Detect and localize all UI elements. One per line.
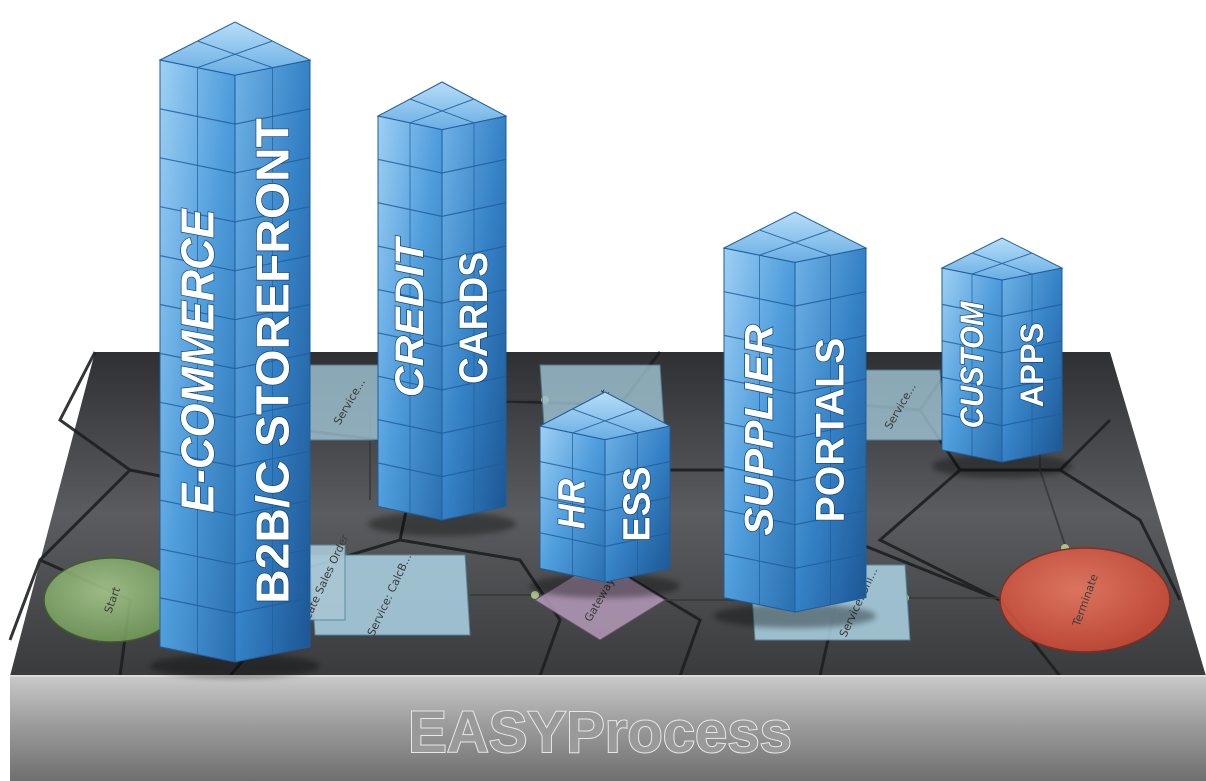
tower-2: CREDIT CARDS bbox=[368, 81, 516, 536]
tower-5-line2: APPS bbox=[1014, 323, 1050, 407]
tower-3-line1: HR bbox=[552, 478, 594, 529]
platform-front bbox=[10, 676, 1206, 781]
tower-5-line1: CUSTOM bbox=[954, 300, 990, 428]
tower-3-line2: ESS bbox=[617, 466, 659, 541]
tower-4-line1: SUPPLIER bbox=[738, 324, 782, 535]
tower-2-line2: CARDS bbox=[452, 252, 496, 384]
terminate-node bbox=[999, 547, 1171, 653]
app-towers: E-COMMERCE B2B/C STOREFRONT CREDIT CARDS HR E… bbox=[150, 21, 1072, 678]
tower-5: CUSTOM APPS bbox=[932, 237, 1072, 478]
tower-1-line2: B2B/C STOREFRONT bbox=[247, 118, 299, 604]
tower-3: HR ESS bbox=[530, 391, 680, 598]
workflow-diagram: Start Service: CalcB... Create Sales Ord… bbox=[43, 364, 1171, 653]
platform-name: EASYProcess bbox=[408, 700, 792, 765]
tower-1: E-COMMERCE B2B/C STOREFRONT bbox=[150, 21, 320, 678]
tower-4: SUPPLIER PORTALS bbox=[714, 211, 876, 628]
tower-4-line2: PORTALS bbox=[809, 338, 853, 523]
tower-1-line1: E-COMMERCE bbox=[172, 208, 224, 513]
tower-2-line1: CREDIT bbox=[388, 235, 432, 397]
